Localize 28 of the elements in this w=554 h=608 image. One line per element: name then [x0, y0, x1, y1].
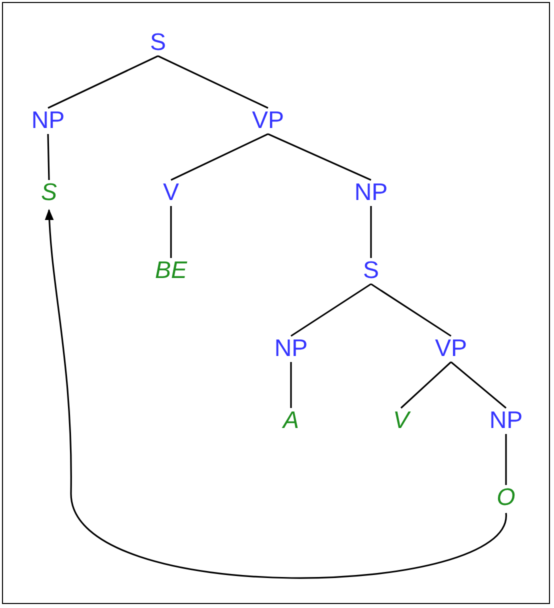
- tree-branch: [170, 206, 172, 258]
- tree-branch: [370, 283, 452, 337]
- tree-branch: [170, 133, 268, 181]
- category-label: NP: [353, 180, 389, 206]
- tree-branch: [158, 55, 268, 109]
- category-label: NP: [273, 336, 309, 362]
- tree-branch: [268, 133, 372, 181]
- tree-branch: [290, 283, 372, 337]
- terminal-label: O: [496, 485, 516, 511]
- tree-branch: [47, 134, 50, 180]
- terminal-label: V: [392, 408, 410, 434]
- category-label: VP: [434, 336, 468, 362]
- terminal-label: BE: [154, 258, 188, 284]
- tree-branch: [400, 361, 452, 409]
- category-label: NP: [30, 108, 66, 134]
- tree-branch: [505, 434, 507, 485]
- terminal-label: S: [40, 180, 58, 206]
- category-label: VP: [251, 108, 285, 134]
- category-label: S: [149, 30, 167, 56]
- tree-branch: [450, 361, 507, 409]
- category-label: V: [162, 180, 180, 206]
- terminal-label: A: [282, 408, 300, 434]
- category-label: NP: [488, 408, 524, 434]
- tree-branch: [370, 206, 372, 258]
- arrow: [44, 208, 507, 579]
- tree-branch: [290, 362, 292, 408]
- tree-branch: [48, 55, 158, 109]
- category-label: S: [362, 258, 380, 284]
